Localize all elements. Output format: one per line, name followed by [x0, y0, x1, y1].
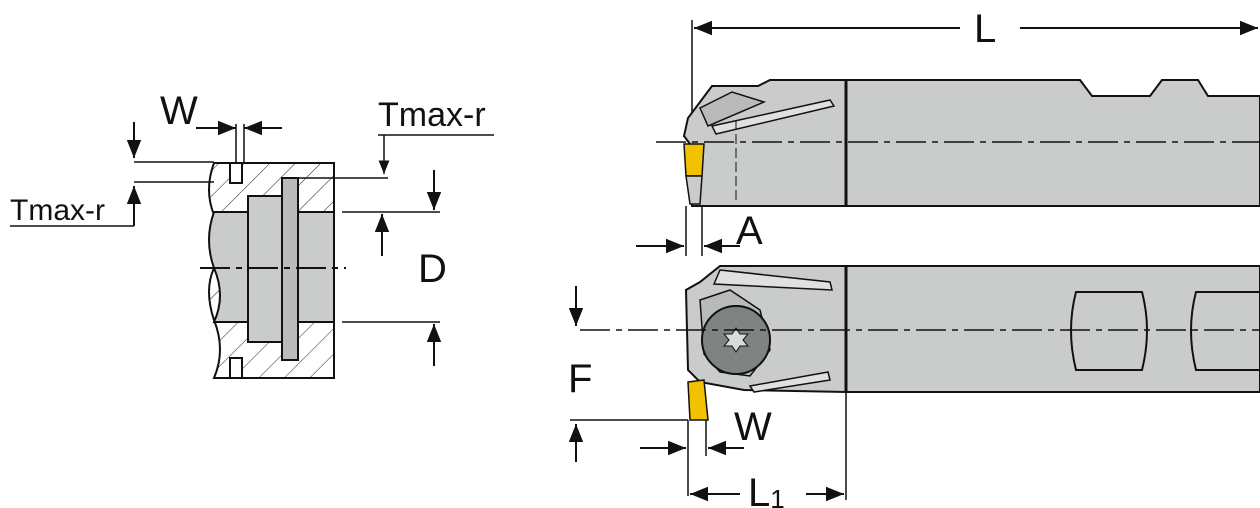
a-label: A: [736, 209, 763, 253]
tmax-label-left: Tmax-r: [10, 194, 105, 227]
side-view: F W L1: [568, 265, 1260, 508]
tmax-label-top: Tmax-r: [378, 96, 486, 134]
l-label: L: [974, 7, 996, 51]
top-view-shank: [845, 79, 1260, 207]
w-label-right: W: [734, 405, 772, 449]
top-view: L A: [636, 7, 1260, 256]
top-view-insert: [683, 143, 705, 177]
section-notch-bottom: [229, 357, 243, 379]
w-label-left: W: [160, 89, 198, 133]
l1-label: L1: [748, 471, 785, 508]
side-view-insert: [687, 379, 709, 421]
d-label: D: [418, 247, 447, 291]
f-label: F: [568, 357, 592, 401]
section-view: W Tmax-r Tmax-r D: [10, 89, 494, 379]
section-notch-top: [229, 162, 243, 184]
top-view-head: [682, 79, 847, 207]
